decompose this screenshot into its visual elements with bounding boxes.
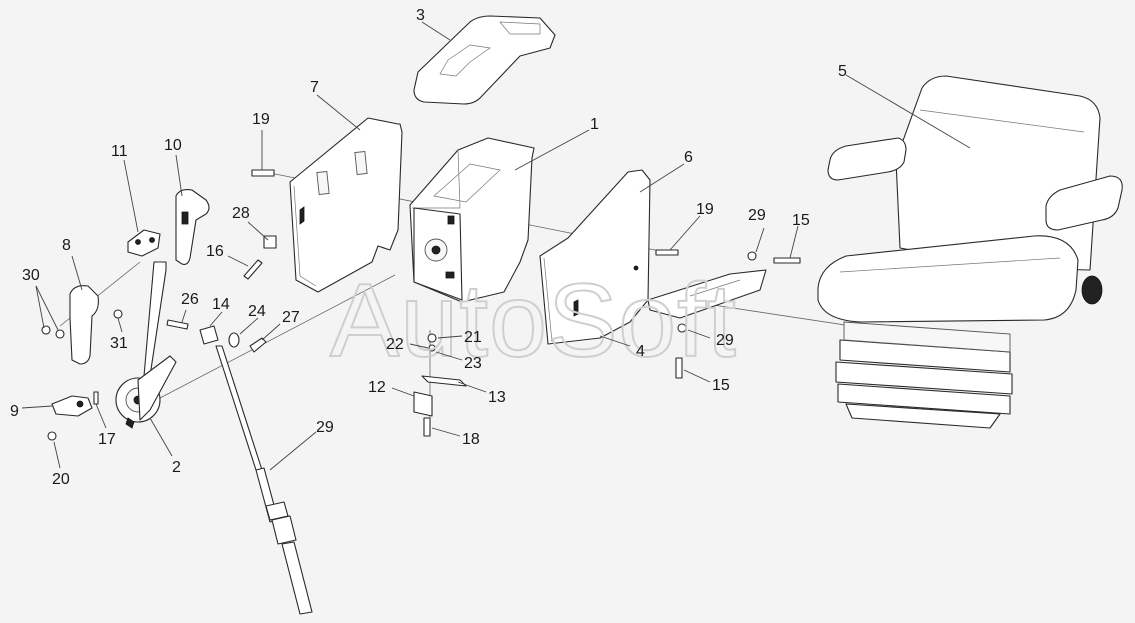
callout-18: 18 <box>462 431 480 448</box>
bracket-14 <box>199 325 219 345</box>
pin-27 <box>249 337 267 353</box>
callout-29-top: 29 <box>748 207 766 224</box>
callout-15-top: 15 <box>792 212 810 229</box>
callout-7: 7 <box>310 79 319 96</box>
bolt-18 <box>423 417 431 437</box>
callout-4: 4 <box>636 343 645 360</box>
small-hardware <box>41 169 801 441</box>
callout-26: 26 <box>181 291 199 308</box>
callout-19-left: 19 <box>252 111 270 128</box>
callout-10: 10 <box>164 137 182 154</box>
leader-lines <box>21 21 971 471</box>
callout-17: 17 <box>98 431 116 448</box>
callout-28: 28 <box>232 205 250 222</box>
nut-30b <box>55 329 65 339</box>
bolt-16 <box>243 259 263 280</box>
lever-cap <box>127 229 161 257</box>
callout-20: 20 <box>52 471 70 488</box>
nut-30a <box>41 325 51 335</box>
callout-8: 8 <box>62 237 71 254</box>
callout-29-cable: 29 <box>316 419 334 436</box>
nut-31 <box>113 309 123 319</box>
lever-clamp <box>51 395 93 417</box>
callout-30: 30 <box>22 267 40 284</box>
callout-16: 16 <box>206 243 224 260</box>
control-cable <box>215 345 313 615</box>
mounting-bracket <box>647 269 767 319</box>
nut-21 <box>427 333 437 343</box>
pin-19-right <box>655 249 679 256</box>
callout-13: 13 <box>488 389 506 406</box>
console-top-cover <box>413 15 556 105</box>
callout-22: 22 <box>386 336 404 353</box>
callout-19-right: 19 <box>696 201 714 218</box>
callout-3: 3 <box>416 7 425 24</box>
pin-19-left <box>251 169 275 177</box>
callout-6: 6 <box>684 149 693 166</box>
plate-13 <box>421 375 467 387</box>
screw-17 <box>93 391 99 405</box>
callout-9: 9 <box>10 403 19 420</box>
callout-29-mid: 29 <box>716 332 734 349</box>
callout-14: 14 <box>212 296 230 313</box>
callout-24: 24 <box>248 303 266 320</box>
lever-grip <box>69 285 99 365</box>
nut-20 <box>47 431 57 441</box>
callout-15-bottom: 15 <box>712 377 730 394</box>
callout-27: 27 <box>282 309 300 326</box>
washer-22 <box>428 344 436 352</box>
callout-21: 21 <box>464 329 482 346</box>
washer-29-lower <box>677 323 687 333</box>
callout-labels: 1 2 3 4 5 6 7 8 9 10 11 12 13 14 15 15 1… <box>10 7 847 488</box>
callout-2: 2 <box>172 459 181 476</box>
callout-12: 12 <box>368 379 386 396</box>
right-side-panel <box>539 169 651 345</box>
watermark-text: AutoSoft <box>330 263 737 379</box>
console-housing <box>409 137 535 303</box>
washer-29 <box>747 251 757 261</box>
seat-suspension-bellows <box>835 321 1013 429</box>
callout-11: 11 <box>111 143 128 160</box>
shift-mechanism <box>115 261 177 429</box>
bolt-15-lower <box>675 357 683 379</box>
callout-1: 1 <box>590 116 599 133</box>
callout-5: 5 <box>838 63 847 80</box>
spring-24 <box>228 332 240 348</box>
bolt-15-top <box>773 257 801 264</box>
callout-23: 23 <box>464 355 482 372</box>
lever-handle <box>175 189 210 265</box>
pin-26 <box>166 319 189 330</box>
callout-31: 31 <box>110 335 128 352</box>
operator-seat <box>817 75 1123 429</box>
left-side-panel <box>289 117 403 293</box>
bracket-12 <box>413 391 433 417</box>
